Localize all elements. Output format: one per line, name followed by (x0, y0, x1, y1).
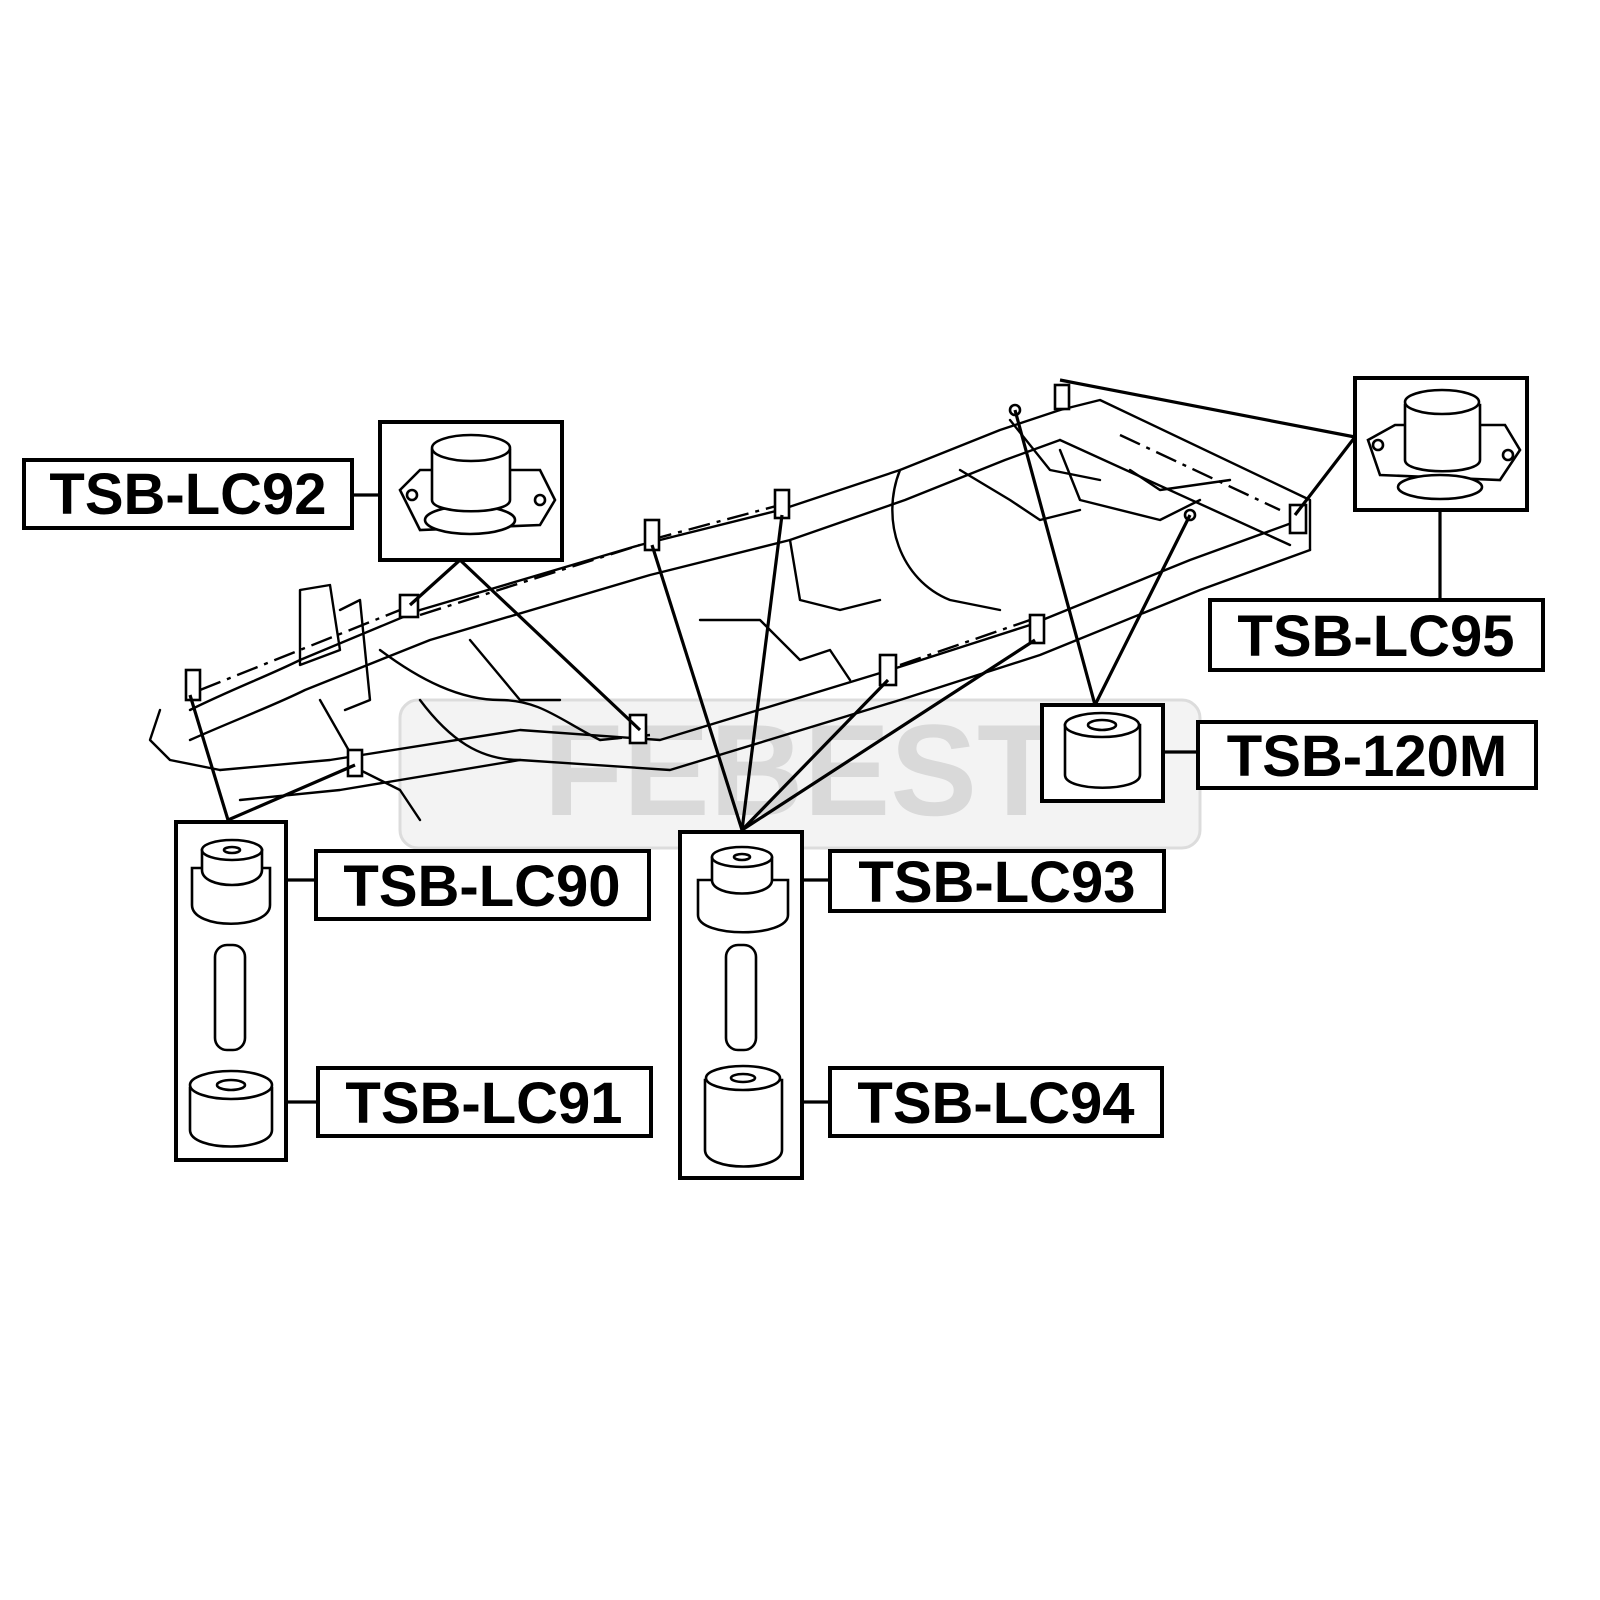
svg-text:TSB-LC93: TSB-LC93 (858, 850, 1135, 915)
label-tsb-lc92: TSB-LC92 (22, 458, 354, 530)
part-lc93-lc94-image (678, 830, 804, 1180)
svg-text:TSB-LC94: TSB-LC94 (857, 1071, 1134, 1136)
svg-text:TSB-120M: TSB-120M (1227, 724, 1507, 789)
svg-text:TSB-LC95: TSB-LC95 (1237, 604, 1514, 669)
leader-lines (188, 378, 1442, 1104)
label-tsb-lc93: TSB-LC93 (828, 849, 1166, 915)
label-tsb-lc94: TSB-LC94 (828, 1066, 1164, 1138)
part-lc95-image (1353, 376, 1529, 512)
label-tsb-lc95: TSB-LC95 (1208, 598, 1545, 672)
label-tsb-120m: TSB-120M (1196, 720, 1538, 790)
label-tsb-lc90: TSB-LC90 (314, 849, 651, 921)
part-lc90-lc91-image (174, 820, 288, 1162)
part-120m-image (1040, 703, 1165, 803)
chassis-frame (148, 383, 1312, 822)
label-tsb-lc91: TSB-LC91 (316, 1066, 653, 1138)
svg-text:TSB-LC90: TSB-LC90 (343, 854, 620, 919)
svg-text:TSB-LC92: TSB-LC92 (49, 462, 326, 527)
svg-text:TSB-LC91: TSB-LC91 (345, 1071, 622, 1136)
part-lc92-image (378, 420, 564, 562)
